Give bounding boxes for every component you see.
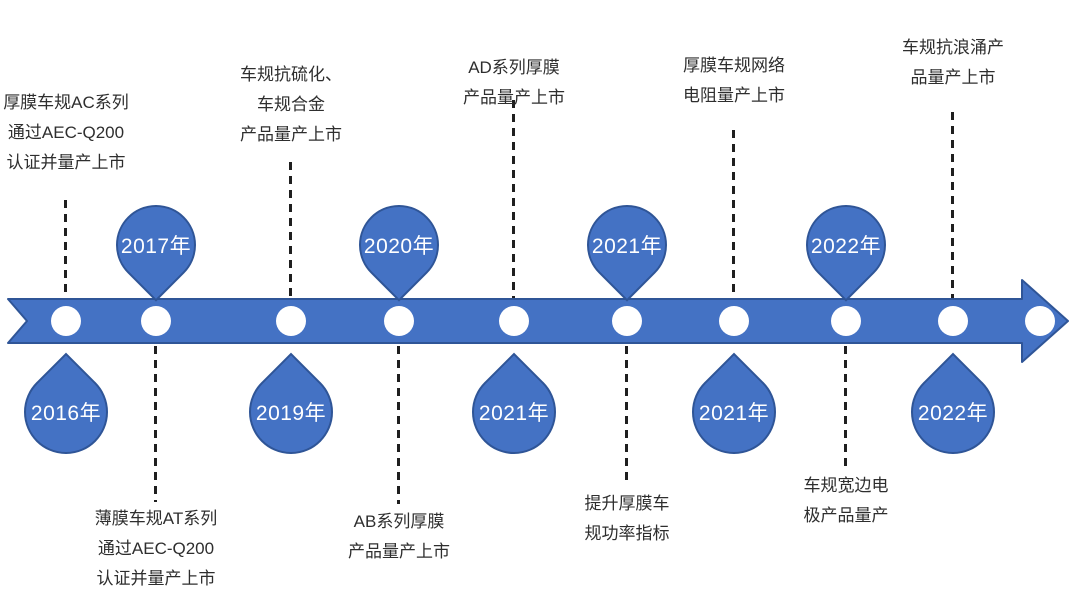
note-line: 品量产上市 <box>910 67 996 87</box>
connector-line <box>512 100 515 298</box>
note-line: 极产品量产 <box>803 505 889 525</box>
note-line: 厚膜车规网络 <box>683 56 785 75</box>
connector-line <box>154 346 157 502</box>
timeline-node-dot <box>499 306 529 336</box>
note-line: 通过AEC-Q200 <box>7 122 125 142</box>
connector-line <box>289 162 292 298</box>
year-label: 2017年 <box>120 235 192 258</box>
connector-line <box>625 346 628 486</box>
note-line: 车规抗浪涌产 <box>902 38 1004 57</box>
milestone-note: 薄膜车规AT系列 通过AEC-Q200 认证并量产上市 <box>61 504 251 593</box>
note-line: 产品量产上市 <box>240 124 342 144</box>
note-line: 车规抗硫化、 <box>240 65 342 84</box>
year-label: 2022年 <box>917 402 989 425</box>
year-label: 2020年 <box>363 235 435 258</box>
milestone-note: AB系列厚膜 产品量产上市 <box>304 507 494 567</box>
note-line: 产品量产上市 <box>348 541 450 561</box>
note-line: 通过AEC-Q200 <box>97 538 215 558</box>
connector-line <box>951 112 954 298</box>
milestone-note: 车规宽边电 极产品量产 <box>751 471 941 531</box>
timeline-node-dot <box>384 306 414 336</box>
note-line: 厚膜车规AC系列 <box>3 93 129 112</box>
milestone-note: 厚膜车规AC系列 通过AEC-Q200 认证并量产上市 <box>0 88 161 177</box>
milestone-note: 车规抗硫化、 车规合金 产品量产上市 <box>196 60 386 149</box>
note-line: 电阻量产上市 <box>683 85 785 105</box>
year-label: 2019年 <box>255 402 327 425</box>
milestone-note: 厚膜车规网络 电阻量产上市 <box>639 51 829 111</box>
year-label: 2016年 <box>30 402 102 425</box>
connector-line <box>732 130 735 298</box>
timeline-node-dot <box>938 306 968 336</box>
timeline-node-dot <box>141 306 171 336</box>
note-line: 认证并量产上市 <box>6 152 126 172</box>
timeline-node-dot <box>276 306 306 336</box>
milestone-note: 车规抗浪涌产 品量产上市 <box>858 33 1048 93</box>
year-label: 2021年 <box>698 402 770 425</box>
note-line: 认证并量产上市 <box>96 568 216 588</box>
timeline-arrow-shape <box>7 279 1069 363</box>
note-line: 车规宽边电 <box>803 476 889 495</box>
connector-line <box>64 200 67 298</box>
year-label: 2021年 <box>591 235 663 258</box>
timeline-node-dot <box>831 306 861 336</box>
year-label: 2022年 <box>810 235 882 258</box>
note-line: AB系列厚膜 <box>353 512 445 531</box>
note-line: 规功率指标 <box>584 523 670 543</box>
note-line: 车规合金 <box>257 94 325 114</box>
year-label: 2021年 <box>478 402 550 425</box>
timeline-node-dot <box>612 306 642 336</box>
timeline-node-dot <box>1025 306 1055 336</box>
note-line: 产品量产上市 <box>463 87 565 107</box>
timeline-node-dot <box>51 306 81 336</box>
milestone-note: AD系列厚膜 产品量产上市 <box>419 53 609 113</box>
milestone-note: 提升厚膜车 规功率指标 <box>532 489 722 549</box>
connector-line <box>397 346 400 504</box>
note-line: AD系列厚膜 <box>468 58 560 77</box>
timeline-node-dot <box>719 306 749 336</box>
note-line: 提升厚膜车 <box>584 494 670 513</box>
connector-line <box>844 346 847 468</box>
note-line: 薄膜车规AT系列 <box>94 509 218 528</box>
